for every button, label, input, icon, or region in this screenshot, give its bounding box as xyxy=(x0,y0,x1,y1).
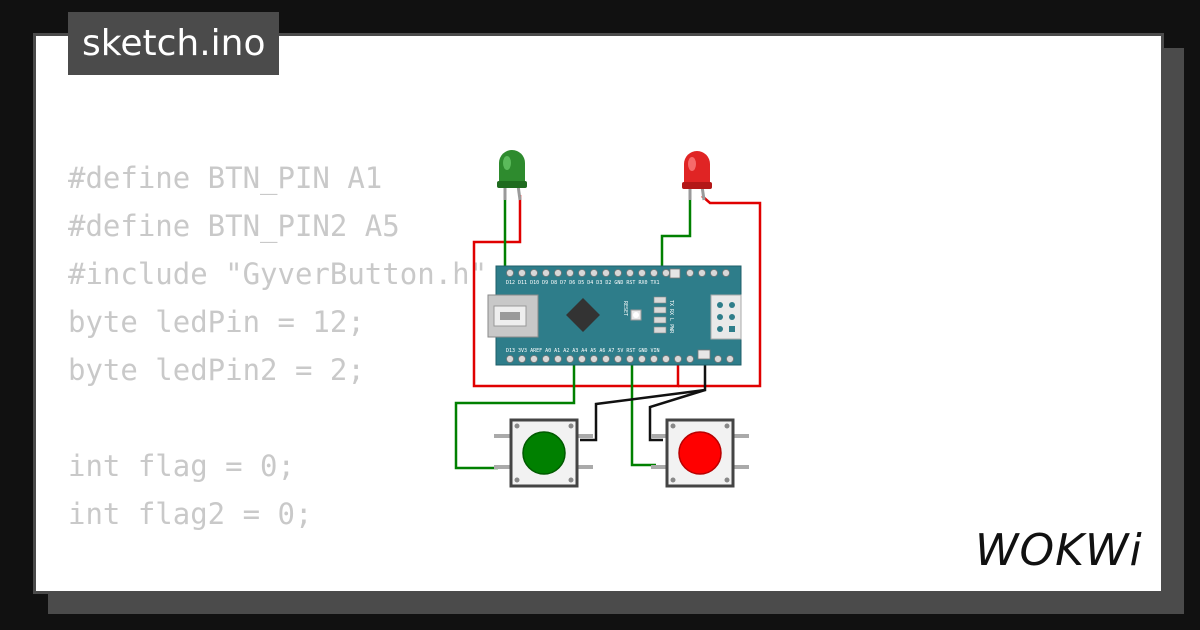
pushbutton-green[interactable] xyxy=(494,418,593,488)
code-line: #include "GyverButton.h" xyxy=(68,257,488,291)
code-line: #define BTN_PIN2 A5 xyxy=(68,209,400,243)
wokwi-logo: WOKWi xyxy=(975,525,1143,576)
red-wires xyxy=(472,195,762,388)
wire-gnd-button1 xyxy=(580,357,707,442)
code-line: int flag2 = 0; xyxy=(68,497,313,531)
wire-red-led-cathode xyxy=(678,195,762,388)
code-line: #define BTN_PIN A1 xyxy=(68,161,383,195)
code-line: int flag = 0; xyxy=(68,449,295,483)
microcontroller-chip xyxy=(566,298,600,332)
reset-label: RESET xyxy=(622,301,628,316)
wire-red-led-anode xyxy=(660,196,692,273)
led-red[interactable] xyxy=(682,151,712,201)
black-wires xyxy=(580,357,707,442)
top-pin-labels: D12 D11 D10 D9 D8 D7 D6 D5 D4 D3 D2 GND … xyxy=(506,280,660,286)
led-green[interactable] xyxy=(497,150,527,201)
arduino-nano-board[interactable]: D12 D11 D10 D9 D8 D7 D6 D5 D4 D3 D2 GND … xyxy=(487,265,742,366)
code-line: byte ledPin = 12; xyxy=(68,305,365,339)
icsp-header xyxy=(710,294,742,340)
code-line: byte ledPin2 = 2; xyxy=(68,353,365,387)
wire-a1-button1 xyxy=(454,357,576,470)
filename-tab: sketch.ino xyxy=(68,12,280,75)
pushbutton-red[interactable] xyxy=(651,418,749,488)
status-led-group xyxy=(653,296,667,334)
bottom-pin-labels: D13 3V3 AREF A0 A1 A2 A3 A4 A5 A6 A7 5V … xyxy=(506,348,660,354)
top-pin-header xyxy=(506,268,730,279)
reset-button-cap xyxy=(633,312,639,318)
wire-a5-button2 xyxy=(630,357,656,467)
wire-gnd-button2 xyxy=(648,388,706,442)
wire-green-led-anode xyxy=(503,195,519,277)
usb-connector-icon xyxy=(487,294,539,338)
bottom-pin-header xyxy=(506,349,734,363)
code-preview: #define BTN_PIN A1 #define BTN_PIN2 A5 #in… xyxy=(68,154,488,591)
status-led-labels: TX RX L PWR xyxy=(668,300,674,334)
wire-green-led-cathode xyxy=(472,195,680,388)
